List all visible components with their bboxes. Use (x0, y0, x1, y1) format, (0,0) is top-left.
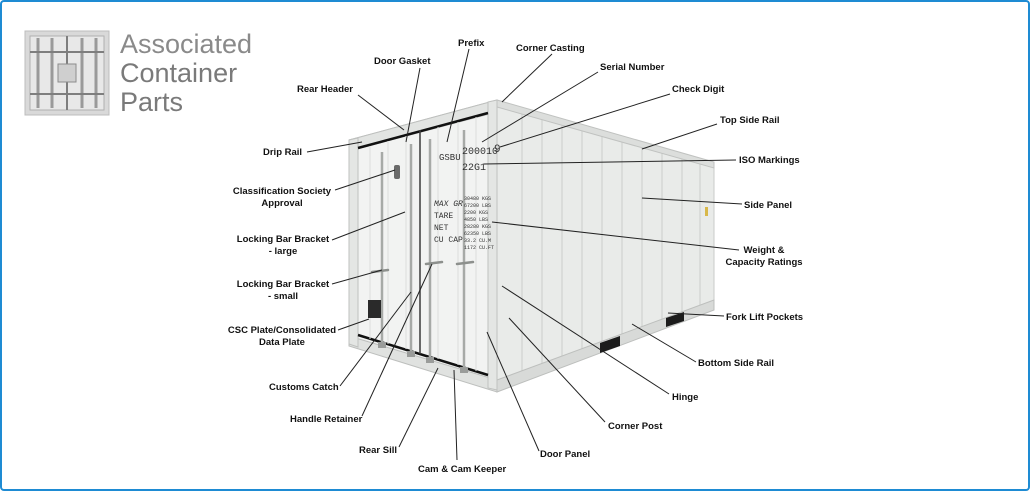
leader-corner-post (508, 317, 606, 423)
marking-weight-5: 28280 KGS (464, 224, 491, 230)
side-iso-marking (705, 207, 708, 216)
leader-handle-retainer (361, 263, 433, 417)
label-bottom-side-rail: Bottom Side Rail (698, 358, 774, 369)
leader-locking-small (331, 269, 383, 285)
leader-door-gasket (405, 67, 421, 143)
label-corner-casting: Corner Casting (516, 43, 585, 54)
label-rear-header: Rear Header (297, 84, 353, 95)
csc-plate (368, 300, 381, 318)
label-hinge: Hinge (672, 392, 698, 403)
label-corner-post: Corner Post (608, 421, 663, 432)
company-logo: Associated Container Parts (24, 30, 294, 120)
gasket-top (357, 111, 489, 150)
leader-prefix (446, 48, 470, 143)
leader-hinge (501, 285, 670, 395)
marking-serial: 200010 (462, 147, 498, 158)
locking-bars (380, 130, 466, 367)
marking-weight-4: 4850 LBS (464, 217, 488, 223)
leader-check-digit (499, 93, 671, 148)
leader-bottom-side-rail (631, 323, 697, 363)
label-locking-large-line1: Locking Bar Bracket (237, 234, 330, 245)
leader-drip-rail (306, 141, 363, 153)
logo-text-line1: Associated (120, 29, 253, 59)
leader-top-side-rail (641, 123, 718, 150)
label-rear-sill: Rear Sill (359, 445, 397, 456)
leader-locking-large (331, 211, 406, 241)
part-labels: Prefix Corner Casting Door Gasket Serial… (228, 38, 803, 475)
marking-check-digit: 9 (494, 144, 501, 156)
leader-cam-keeper (453, 369, 458, 461)
label-door-panel: Door Panel (540, 449, 590, 460)
container-illustration: GSBU 200010 9 22G1 MAX GR TARE NET CU CA… (348, 99, 715, 393)
corner-post-right (487, 99, 498, 391)
marking-weight-3: 2200 KGS (464, 210, 488, 216)
marking-net: NET (434, 224, 449, 233)
label-handle-retainer: Handle Retainer (290, 414, 363, 425)
label-top-side-rail: Top Side Rail (720, 115, 779, 126)
label-weight-line1: Weight & (744, 245, 785, 256)
label-weight-line2: Capacity Ratings (725, 257, 802, 268)
logo-text-line3: Parts (120, 87, 184, 117)
cam-keepers (378, 342, 468, 373)
label-locking-small-line1: Locking Bar Bracket (237, 279, 330, 290)
label-locking-small-line2: - small (268, 291, 298, 302)
label-drip-rail: Drip Rail (263, 147, 302, 158)
marking-max-gr: MAX GR (434, 200, 463, 209)
leader-lines (306, 48, 743, 461)
marking-weight-2: 67200 LBS (464, 203, 491, 209)
marking-cu-cap: CU CAP (434, 236, 463, 245)
leader-serial-number (481, 71, 599, 143)
label-fork-lift: Fork Lift Pockets (726, 312, 803, 323)
leader-classification (334, 169, 396, 191)
container-logo-icon (24, 30, 110, 116)
fork-pocket-2 (666, 312, 684, 327)
leader-rear-sill (398, 367, 439, 448)
label-side-panel: Side Panel (744, 200, 792, 211)
label-iso-markings: ISO Markings (739, 155, 800, 166)
leader-corner-casting (501, 53, 553, 103)
leader-fork-lift (667, 312, 725, 317)
label-classification-line2: Approval (261, 198, 302, 209)
fork-pocket-1 (600, 336, 620, 353)
leader-side-panel (641, 197, 743, 205)
leader-rear-header (357, 94, 405, 131)
marking-weight-8: 1172 CU.FT (464, 245, 494, 251)
classification-plate (394, 165, 400, 179)
side-corrugations (521, 112, 701, 378)
marking-weight-6: 62350 LBS (464, 231, 491, 237)
marking-tare: TARE (434, 212, 453, 221)
corner-post-left (348, 137, 359, 348)
label-cam-keeper: Cam & Cam Keeper (418, 464, 506, 475)
marking-weight-1: 30480 KGS (464, 196, 491, 202)
label-door-gasket: Door Gasket (374, 56, 431, 67)
label-serial-number: Serial Number (600, 62, 665, 73)
label-check-digit: Check Digit (672, 84, 725, 95)
label-csc-line1: CSC Plate/Consolidated (228, 325, 336, 336)
leader-weight (491, 221, 740, 251)
label-csc-line2: Data Plate (259, 337, 305, 348)
leader-door-panel (486, 331, 540, 452)
leader-csc (337, 318, 370, 331)
marking-prefix: GSBU (439, 153, 461, 163)
marking-iso: 22G1 (462, 163, 486, 174)
label-classification-line1: Classification Society (233, 186, 332, 197)
label-customs-catch: Customs Catch (269, 382, 339, 393)
label-locking-large-line2: - large (269, 246, 298, 257)
label-prefix: Prefix (458, 38, 485, 49)
marking-weight-7: 33.2 CU.M (464, 238, 491, 244)
logo-text-line2: Container (120, 58, 238, 88)
leader-customs-catch (339, 291, 412, 387)
leader-iso-markings (483, 159, 737, 165)
